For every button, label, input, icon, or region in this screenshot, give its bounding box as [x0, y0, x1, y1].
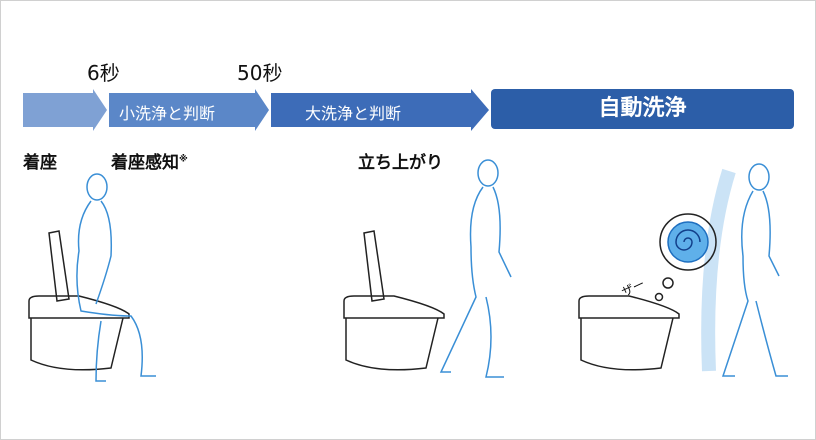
stage-label: 大洗浄と判断: [305, 104, 402, 123]
stage-label: 小洗浄と判断: [119, 104, 216, 123]
toilet-icon: [578, 295, 680, 371]
standing-person-icon: [439, 159, 512, 378]
toilet-icon: [343, 230, 445, 371]
stage-auto-flush: 自動洗浄: [491, 89, 794, 129]
walking-person-icon: [701, 163, 788, 377]
caption-stand-up: 立ち上がり: [358, 153, 443, 173]
toilet-icon: [28, 230, 130, 371]
caption-sit: 着座: [23, 153, 57, 173]
time-50s: 50秒: [237, 61, 283, 85]
stage-arrow-large-flush: 大洗浄と判断: [271, 89, 491, 131]
stage-arrow-small-flush: 小洗浄と判断: [109, 89, 271, 131]
seated-person-icon: [76, 173, 156, 382]
time-6s: 6秒: [87, 61, 120, 85]
swirl-icon: [654, 213, 717, 302]
caption-seat-sense: 着座感知※: [111, 153, 188, 173]
stage-arrow-sit: [23, 89, 107, 131]
